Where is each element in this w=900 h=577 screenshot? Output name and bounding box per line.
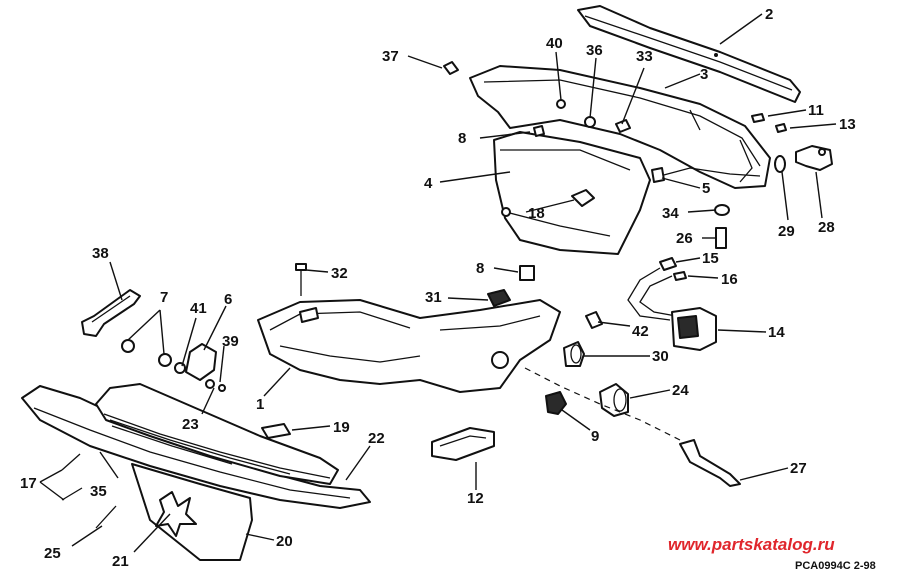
callout-31: 31: [425, 289, 442, 306]
callout-32: 32: [331, 265, 348, 282]
callout-26: 26: [676, 230, 693, 247]
clips-8-31: [487, 265, 535, 307]
callout-35: 35: [90, 483, 107, 500]
part-1-lower-pan: [257, 299, 561, 393]
callout-23: 23: [182, 416, 199, 433]
callout-40: 40: [546, 35, 563, 52]
callout-42: 42: [632, 323, 649, 340]
part-2-top-strip: [577, 5, 801, 103]
part-32-bolt: [295, 263, 307, 296]
callout-30: 30: [652, 348, 669, 365]
callout-22: 22: [368, 430, 385, 447]
callout-34: 34: [662, 205, 679, 222]
part-35-22-front-cover: [21, 383, 371, 509]
callout-24: 24: [672, 382, 689, 399]
leader-lines: [39, 13, 837, 553]
part-38-handle: [81, 289, 141, 337]
part-drawings: [21, 5, 833, 561]
callout-5: 5: [702, 180, 710, 197]
callout-2: 2: [765, 6, 773, 23]
callout-21: 21: [112, 553, 129, 570]
part-5-cable: [651, 167, 761, 183]
part-19-pad: [261, 423, 291, 439]
callout-25: 25: [44, 545, 61, 562]
callout-37: 37: [382, 48, 399, 65]
callout-9: 9: [591, 428, 599, 445]
part-9-latch: [545, 391, 567, 415]
callout-18: 18: [528, 205, 545, 222]
alignment-line: [524, 367, 681, 441]
callout-39: 39: [222, 333, 239, 350]
boots-and-grommets: [563, 311, 629, 417]
small-fasteners-top: [443, 61, 631, 137]
callout-15: 15: [702, 250, 719, 267]
right-hardware: [751, 113, 833, 173]
figure-code: PCA0994C 2-98: [795, 560, 876, 572]
callout-8b: 8: [476, 260, 484, 277]
callout-1: 1: [256, 396, 264, 413]
callout-19: 19: [333, 419, 350, 436]
part-14-switch-harness: [627, 257, 717, 351]
callout-27: 27: [790, 460, 807, 477]
part-27-rod: [679, 439, 741, 487]
callout-41: 41: [190, 300, 207, 317]
screws-17-25: [61, 453, 117, 529]
part-4-cowl-body: [493, 131, 651, 255]
fasteners-34-26: [714, 204, 730, 249]
callout-7: 7: [160, 289, 168, 306]
callout-6: 6: [224, 291, 232, 308]
callout-13: 13: [839, 116, 856, 133]
callout-33: 33: [636, 48, 653, 65]
callout-3: 3: [700, 66, 708, 83]
callout-38: 38: [92, 245, 109, 262]
callout-11: 11: [808, 102, 824, 119]
callout-4: 4: [424, 175, 433, 192]
callout-36: 36: [586, 42, 603, 59]
callout-20: 20: [276, 533, 293, 550]
callout-12: 12: [467, 490, 484, 507]
callout-17: 17: [20, 475, 37, 492]
callout-16: 16: [721, 271, 738, 288]
callout-8a: 8: [458, 130, 466, 147]
part-12-gasket: [431, 427, 495, 461]
hardware-left: [121, 339, 226, 392]
callout-29: 29: [778, 223, 795, 240]
watermark-text: www.partskatalog.ru: [668, 535, 835, 554]
callout-14: 14: [768, 324, 785, 341]
callout-28: 28: [818, 219, 835, 236]
callout-labels: 1 2 3 4 5 6 7 8 8 9 11 12 13 14 15 16 17…: [20, 6, 856, 570]
